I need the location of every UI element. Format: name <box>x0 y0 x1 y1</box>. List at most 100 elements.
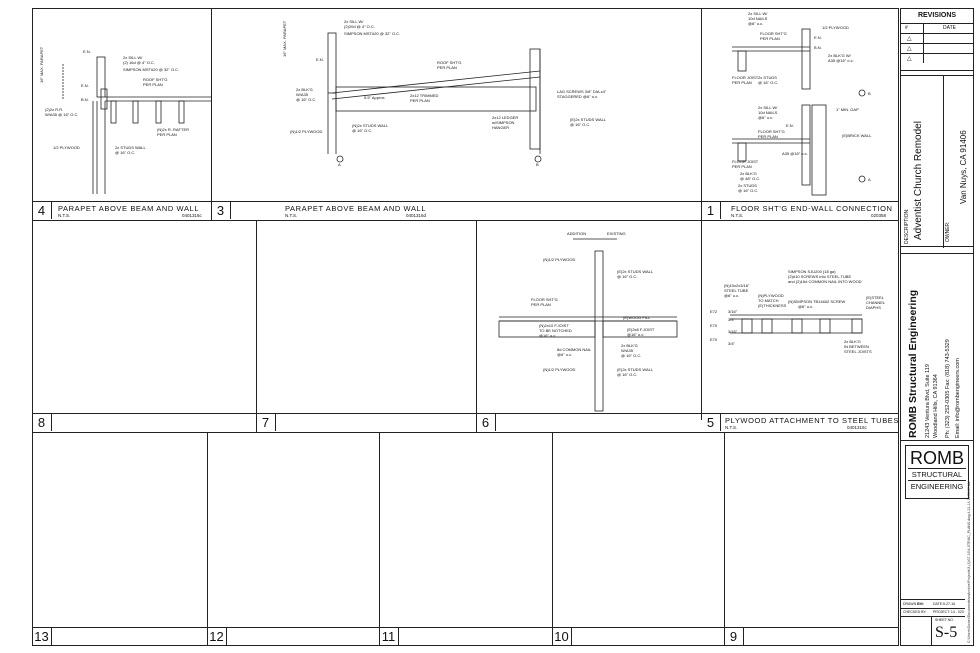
note: SIMPSON SJU200 (18 ga) <box>788 269 836 274</box>
note: 2x STUDS WALL <box>115 145 147 150</box>
detail-number: 4 <box>32 202 52 219</box>
project-address: Van Nuys, CA 91406 <box>959 130 968 204</box>
note: E70 <box>710 323 718 328</box>
owner-label: OWNER: <box>945 221 951 242</box>
rafter <box>178 100 185 124</box>
detail-scale: N.T.S. <box>58 213 71 218</box>
note: @ 16" O.C. <box>617 372 637 377</box>
note: @ 16" O.C. <box>115 150 135 155</box>
detail-3-notes: 2x SILL W/ (2)20d @ 4" O.C. SIMPSON MST#… <box>282 19 607 167</box>
joist <box>737 142 747 162</box>
steel-tube <box>851 318 863 334</box>
note: 2x BLK'G <box>621 343 638 348</box>
note: @ 16" O.C. <box>758 80 778 85</box>
rafter <box>132 100 139 124</box>
detail-1-drawing: 2x SILL W/ 10d NAILS @6" o.c. 1/2 PLYWOO… <box>732 11 872 196</box>
detail-number: 10 <box>552 628 572 645</box>
firm-info-block: ROMB Structural Engineering 21243 Ventur… <box>901 253 973 441</box>
note: (E)2x STUDS WALL <box>617 367 654 372</box>
detail-5-notes: SIMPSON SJU200 (18 ga) (2)#10 SCREWS int… <box>710 269 886 354</box>
detail-caption-13: 13 <box>32 627 207 645</box>
detail-number: 9 <box>724 628 744 645</box>
note: 2x BLK'G W/ <box>828 53 852 58</box>
note: @6" o.c. <box>724 293 739 298</box>
detail-number: 1 <box>701 202 721 219</box>
firm-address-1: 21243 Ventura Blvd, Suite 119 <box>925 364 931 438</box>
firm-name: ROMB Structural Engineering <box>907 289 919 438</box>
section-marker-a <box>858 175 866 183</box>
divider <box>901 33 973 34</box>
detail-number: 8 <box>32 414 52 431</box>
note: ROOF SHT'G <box>143 77 168 82</box>
detail-title: FLOOR SHT'G END-WALL CONNECTION <box>731 204 893 213</box>
note: 2x STUDS <box>758 75 777 80</box>
new-joist <box>498 320 596 338</box>
logo-wordmark: ROMB <box>910 448 964 468</box>
note: (E)2x STUDS WALL <box>570 117 607 122</box>
checked-by-label: CHECKED BY: <box>903 610 927 614</box>
note: W/A35 <box>296 92 309 97</box>
detail-scale: N.T.S. <box>731 213 744 218</box>
grid-divider <box>32 432 899 433</box>
roof-slope-line <box>331 70 541 94</box>
divider <box>943 76 944 248</box>
note: EXISTING <box>607 231 626 236</box>
note: 3/4" <box>728 341 736 346</box>
section-marker-b <box>534 155 542 163</box>
project-description-block: DESCRIPTION: Adventist Church Remodel OW… <box>901 75 973 248</box>
detail-number: 5 <box>701 414 721 431</box>
divider <box>931 616 932 646</box>
note: 10d NAILS <box>758 110 778 115</box>
note: 1/2 PLYWOOD <box>53 145 80 150</box>
note: W/A35 <box>621 348 634 353</box>
date-label: DATE: <box>933 602 944 606</box>
note: (N)2x STUDS WALL <box>352 123 389 128</box>
note: W/A35 @ 16" O.C. <box>45 112 79 117</box>
note: FLOOR SHT'G <box>531 297 558 302</box>
note: PER PLAN <box>758 134 778 139</box>
wall-stud <box>801 28 811 90</box>
note: B.N. <box>814 45 822 50</box>
note: PER PLAN <box>732 80 752 85</box>
grid-divider <box>256 220 257 432</box>
note: @6" o.c. <box>557 352 572 357</box>
note: @6" o.c. <box>798 304 813 309</box>
note: STEEL JOISTS <box>844 349 872 354</box>
note: (N)2x R. RAFTER <box>157 127 189 132</box>
steel-tube <box>819 318 831 334</box>
note: (N)PLYWOOD <box>758 293 784 298</box>
drawn-by: D.M. <box>917 602 925 606</box>
note: (E)2x STUDS WALL <box>617 269 654 274</box>
drawing-sheet <box>32 8 899 646</box>
note: PER PLAN <box>760 36 780 41</box>
note: 2x SILL W/ <box>748 11 768 16</box>
detail-5-drawing: SIMPSON SJU200 (18 ga) (2)#10 SCREWS int… <box>710 269 886 354</box>
detail-4-drawing: E.N. 16" MAX. PARAPET 2x SILL W/ (2) 16d… <box>39 46 211 194</box>
grid-divider <box>552 432 553 646</box>
note: B.N. <box>81 97 89 102</box>
note: B <box>868 91 871 96</box>
firm-email: Email: info@rombengineers.com <box>955 358 961 438</box>
note: FLOOR JOIST <box>732 159 759 164</box>
revisions-table: REVISIONS # DATE △ △ △ <box>901 9 973 71</box>
detail-number: 6 <box>476 414 496 431</box>
note: @ 16" O.C. <box>570 122 590 127</box>
parapet-post <box>327 32 337 94</box>
grid-divider <box>207 432 208 646</box>
note: 2x SILL W/ <box>344 19 364 24</box>
rev-col-number: # <box>905 25 908 31</box>
revision-triangle-icon: △ <box>907 36 912 42</box>
note: @16" o.c. <box>627 332 645 337</box>
note: 16" MAX. PARAPET <box>39 46 44 83</box>
note: PER PLAN <box>143 82 163 87</box>
detail-caption-8: 8 <box>32 413 256 431</box>
detail-caption-11: 11 <box>379 627 552 645</box>
detail-ref: 020358 <box>871 213 887 218</box>
revision-triangle-icon: △ <box>907 46 912 52</box>
detail-caption-12: 12 <box>207 627 379 645</box>
note: @ 16" O.C. <box>738 188 758 193</box>
rev-col-date: DATE <box>943 25 956 31</box>
note: (N)1/2 PLYWOOD <box>290 129 322 134</box>
note: 1/2 PLYWOOD <box>822 25 849 30</box>
note: E72 <box>710 309 718 314</box>
